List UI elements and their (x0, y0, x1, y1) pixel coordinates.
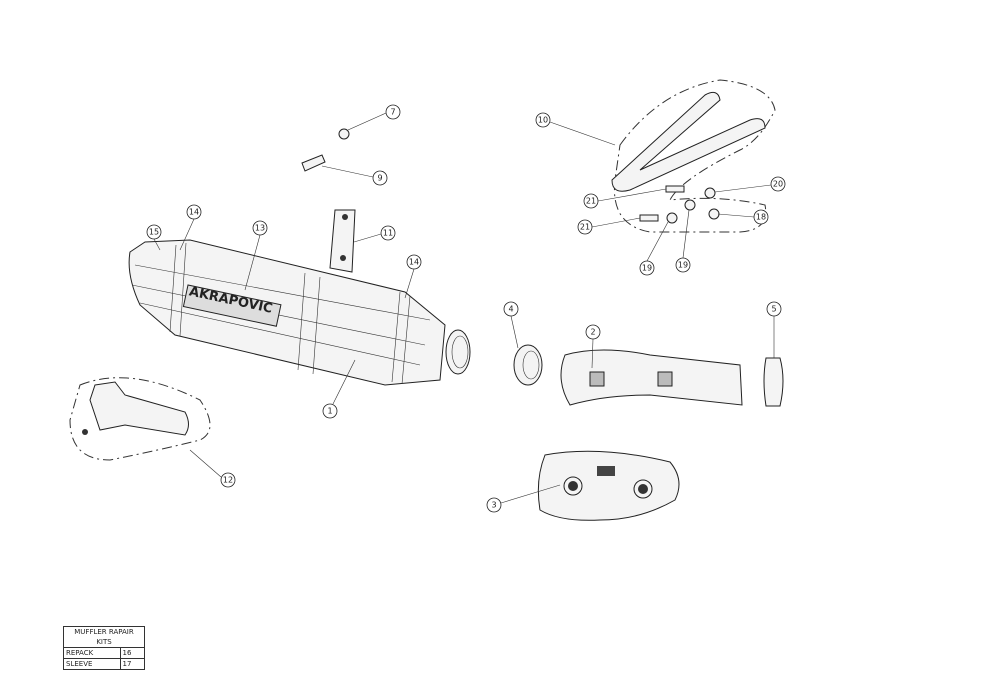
svg-text:13: 13 (255, 224, 265, 233)
svg-text:2: 2 (590, 328, 595, 337)
heat-shield-3 (537, 450, 680, 521)
callout-21b: 21 (577, 219, 593, 235)
callout-21a: 21 (583, 193, 599, 209)
svg-text:10: 10 (538, 116, 548, 125)
svg-text:21: 21 (586, 197, 596, 206)
clamp-4 (513, 344, 543, 386)
repair-kits-title: MUFFLER RAPAIR KITS (63, 626, 145, 648)
callout-18: 18 (753, 209, 769, 225)
svg-text:3: 3 (491, 501, 496, 510)
svg-text:14: 14 (409, 258, 419, 267)
svg-text:4: 4 (508, 305, 513, 314)
header-pipe-2 (560, 349, 743, 406)
svg-text:20: 20 (773, 180, 783, 189)
svg-text:1: 1 (327, 407, 332, 416)
callout-15: 15 (146, 224, 162, 240)
nut-7 (338, 128, 350, 140)
callout-5: 5 (766, 301, 782, 317)
svg-text:18: 18 (756, 213, 766, 222)
callout-4: 4 (503, 301, 519, 317)
callout-7: 7 (385, 104, 401, 120)
callout-10: 10 (535, 112, 551, 128)
callout-19a: 19 (639, 260, 655, 276)
callout-20: 20 (770, 176, 786, 192)
muffler: AKRAPOVIC (128, 209, 471, 386)
svg-text:9: 9 (377, 174, 382, 183)
end-cap-5 (763, 357, 784, 407)
svg-text:5: 5 (771, 305, 776, 314)
callout-1: 1 (322, 403, 338, 419)
callout-13: 13 (252, 220, 268, 236)
svg-text:21: 21 (580, 223, 590, 232)
callout-12: 12 (220, 472, 236, 488)
svg-text:19: 19 (642, 264, 652, 273)
callout-19b: 19 (675, 257, 691, 273)
svg-text:19: 19 (678, 261, 688, 270)
svg-text:11: 11 (383, 229, 393, 238)
bracket-10 (611, 91, 766, 192)
callout-11: 11 (380, 225, 396, 241)
link-pipe-12 (89, 381, 189, 436)
callout-9: 9 (372, 170, 388, 186)
callout-14a: 14 (186, 204, 202, 220)
callout-3: 3 (486, 497, 502, 513)
callout-14b: 14 (406, 254, 422, 270)
svg-text:14: 14 (189, 208, 199, 217)
hardware (639, 185, 720, 224)
svg-text:15: 15 (149, 228, 159, 237)
callout-2: 2 (585, 324, 601, 340)
pin-9 (301, 154, 326, 172)
svg-text:12: 12 (223, 476, 233, 485)
svg-text:7: 7 (390, 108, 395, 117)
